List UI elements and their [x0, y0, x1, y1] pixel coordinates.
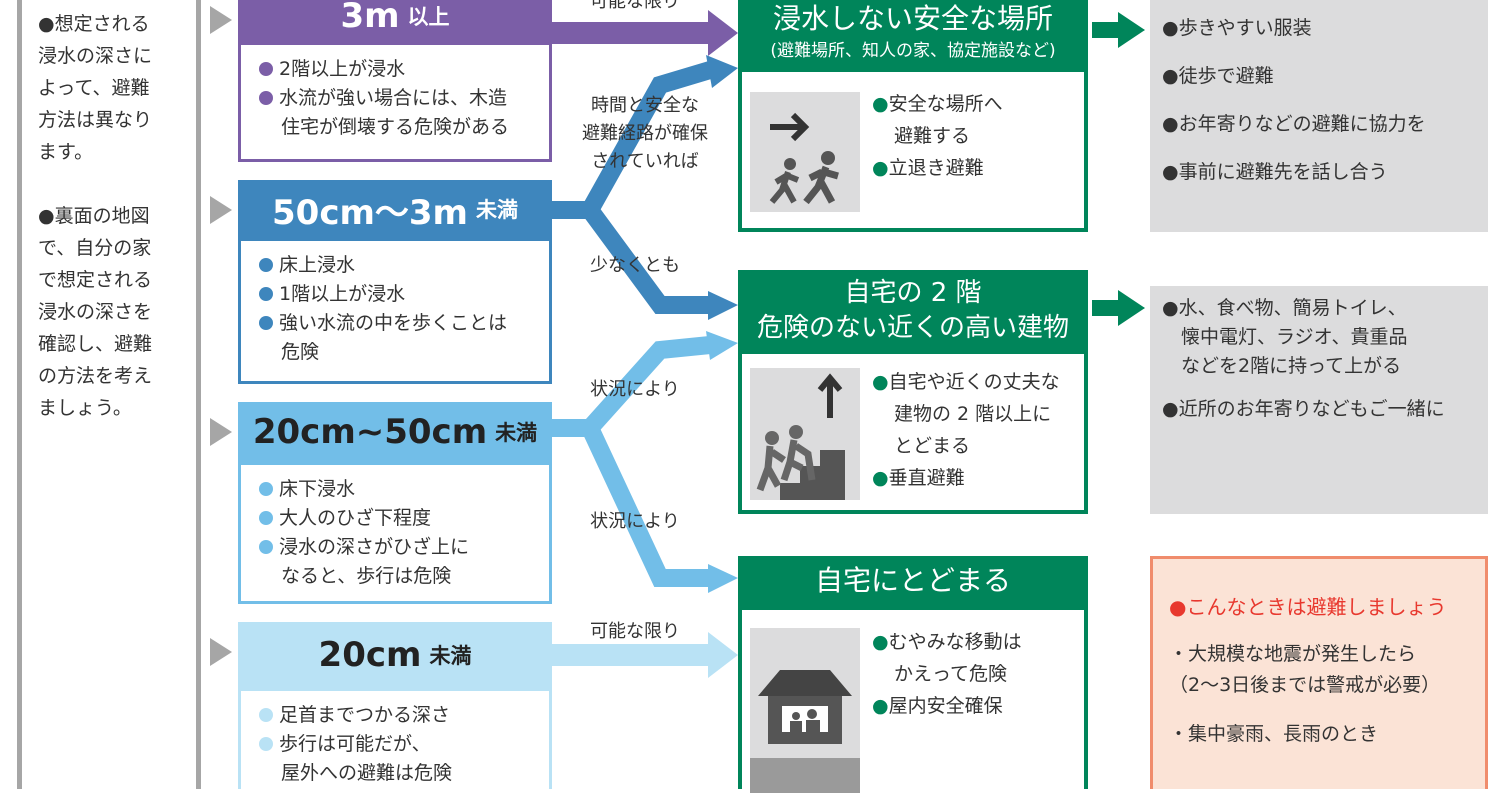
action-box-safe-place: ●安全な場所へ 避難する ●立退き避難	[738, 68, 1088, 232]
action-box-stay-home: ●むやみな移動は かえって危険 ●屋内安全確保	[738, 606, 1088, 793]
list-item: 水流が強い場合には、木造 住宅が倒壊する危険がある	[259, 84, 549, 142]
list-item: ●自宅や近くの丈夫な 建物の 2 階以上に とどまる	[872, 371, 1060, 457]
list-item: 大人のひざ下程度	[259, 504, 549, 533]
level-depth: 20cm	[318, 635, 422, 675]
level-header-50cm: 50cm～3m 未満	[238, 180, 552, 238]
label-least: 少なくとも	[590, 255, 680, 276]
level-qualifier: 以上	[407, 5, 450, 29]
level-box-20-50cm: 床下浸水 大人のひざ下程度 浸水の深さがひざ上に なると、歩行は危険	[238, 462, 552, 604]
warning-item: ・集中豪雨、長雨のとき	[1169, 723, 1379, 745]
level-qualifier: 未満	[495, 421, 538, 445]
list-item: ●垂直避難	[872, 467, 965, 489]
warning-item: ・大規模な地震が発生したら （2～3日後までは警戒が必要）	[1169, 643, 1441, 696]
action-box-upper-floor: ●自宅や近くの丈夫な 建物の 2 階以上に とどまる ●垂直避難	[738, 350, 1088, 514]
level-depth: 20cm~50cm	[252, 412, 488, 452]
arrow-20-50-lower	[552, 419, 710, 587]
intro-note-map: ●裏面の地図 で、自分の家 で想定される 浸水の深さを 確認し、避難 の方法を考…	[38, 205, 153, 419]
action-title: 自宅にとどまる	[814, 564, 1011, 597]
label-cond2: 状況により	[590, 511, 680, 532]
row-marker-4	[210, 638, 232, 666]
intro-note-depth: ●想定される 浸水の深さに よって、避難 方法は異なり ます。	[38, 13, 153, 163]
arrow-to-tip-1	[1092, 12, 1145, 48]
list-item: ●歩きやすい服装	[1162, 17, 1312, 39]
level-depth: 50cm～3m	[272, 192, 468, 233]
level-qualifier: 未満	[475, 198, 518, 222]
level-header-20-50cm: 20cm~50cm 未満	[238, 402, 552, 462]
action-list: ●自宅や近くの丈夫な 建物の 2 階以上に とどまる ●垂直避難	[872, 366, 1087, 494]
running-people-icon	[750, 92, 860, 212]
list-item: 床下浸水	[259, 475, 549, 504]
action-list: ●安全な場所へ 避難する ●立退き避難	[872, 88, 1082, 184]
action-header-stay-home: 自宅にとどまる	[738, 556, 1088, 606]
label-cond1: 状況により	[590, 379, 680, 400]
row-marker-1	[210, 6, 232, 34]
tip-box-upper-floor: ●水、食べ物、簡易トイレ、 懐中電灯、ラジオ、貴重品 などを2階に持って上がる …	[1150, 286, 1488, 514]
list-item: ●屋内安全確保	[872, 695, 1003, 717]
list-item: ●事前に避難先を話し合う	[1162, 161, 1388, 183]
warning-box: ●こんなときは避難しましょう ・大規模な地震が発生したら （2～3日後までは警戒…	[1150, 556, 1488, 789]
level-header-3m: 3m 以上	[238, 0, 552, 42]
left-border	[17, 0, 22, 789]
house-icon	[750, 628, 860, 793]
label-mid: 時間と安全な 避難経路が確保 されていれば	[582, 95, 708, 172]
level-box-3m: 2階以上が浸水 水流が強い場合には、木造 住宅が倒壊する危険がある	[238, 42, 552, 162]
action-title: 自宅の 2 階 危険のない近くの高い建物	[756, 278, 1069, 343]
action-title: 浸水しない安全な場所	[772, 2, 1053, 35]
label-bottom: 可能な限り	[590, 621, 680, 642]
column-divider	[196, 0, 201, 789]
list-item: 歩行は可能だが、 屋外への避難は危険	[259, 730, 549, 788]
row-marker-3	[210, 418, 232, 446]
action-list: ●むやみな移動は かえって危険 ●屋内安全確保	[872, 626, 1082, 722]
list-item: 1階以上が浸水	[259, 280, 549, 309]
level-box-20cm: 足首までつかる深さ 歩行は可能だが、 屋外への避難は危険	[238, 688, 552, 789]
list-item: ●むやみな移動は かえって危険	[872, 631, 1022, 685]
action-subtitle: (避難場所、知人の家、協定施設など)	[770, 41, 1056, 61]
list-item: 足首までつかる深さ	[259, 701, 549, 730]
list-item: ●お年寄りなどの避難に協力を	[1162, 113, 1426, 135]
level-box-50cm: 床上浸水 1階以上が浸水 強い水流の中を歩くことは 危険	[238, 238, 552, 384]
action-header-safe-place: 浸水しない安全な場所 (避難場所、知人の家、協定施設など)	[738, 0, 1088, 68]
level-header-20cm: 20cm 未満	[238, 622, 552, 688]
list-item: 2階以上が浸水	[259, 55, 549, 84]
arrow-50cm-lower	[552, 201, 710, 314]
list-item: ●安全な場所へ 避難する	[872, 93, 1003, 147]
list-item: ●水、食べ物、簡易トイレ、 懐中電灯、ラジオ、貴重品 などを2階に持って上がる	[1162, 297, 1408, 377]
list-item: 浸水の深さがひざ上に なると、歩行は危険	[259, 533, 549, 591]
level-depth: 3m	[340, 0, 400, 36]
tip-box-evacuate: ●歩きやすい服装 ●徒歩で避難 ●お年寄りなどの避難に協力を ●事前に避難先を話…	[1150, 0, 1488, 232]
level-qualifier: 未満	[429, 644, 472, 668]
warning-title: ●こんなときは避難しましょう	[1169, 595, 1447, 619]
list-item: 強い水流の中を歩くことは 危険	[259, 309, 549, 367]
list-item: ●近所のお年寄りなどもご一緒に	[1162, 398, 1445, 420]
list-item: 床上浸水	[259, 251, 549, 280]
list-item: ●徒歩で避難	[1162, 65, 1274, 87]
action-header-upper-floor: 自宅の 2 階 危険のない近くの高い建物	[738, 270, 1088, 350]
arrow-to-tip-2	[1092, 290, 1145, 326]
label-top: 可能な限り	[590, 0, 680, 12]
list-item: ●立退き避難	[872, 157, 984, 179]
arrow-3m	[552, 10, 738, 56]
arrow-20cm	[552, 632, 738, 678]
stairs-climbing-icon	[750, 368, 860, 500]
row-marker-2	[210, 196, 232, 224]
